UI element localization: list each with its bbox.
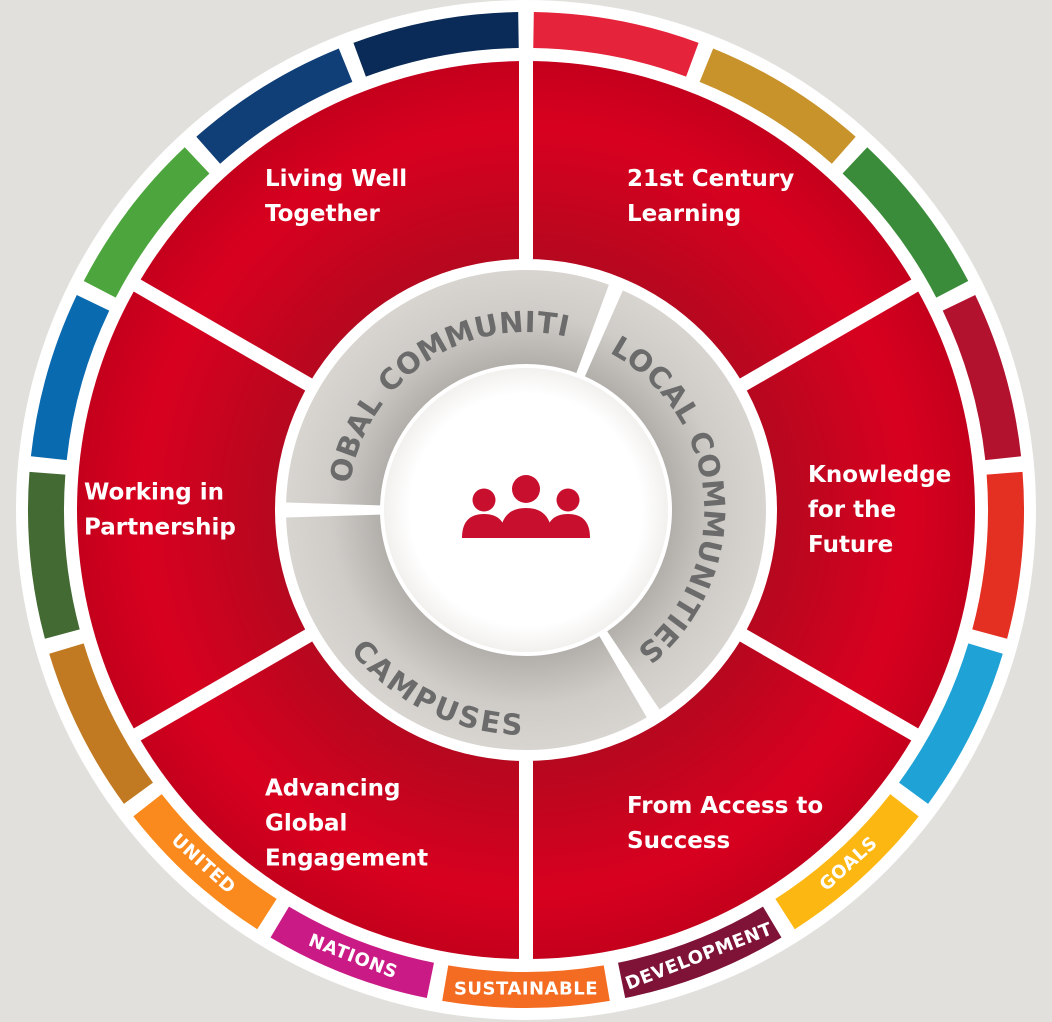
theme-label-line: Engagement bbox=[265, 846, 428, 872]
sdg-segment bbox=[30, 295, 110, 461]
theme-label-line: From Access to bbox=[627, 793, 823, 819]
sdg-segment bbox=[842, 147, 969, 298]
people-group-icon bbox=[462, 475, 590, 538]
theme-label-line: Advancing bbox=[265, 776, 401, 802]
theme-label: From Access to Success bbox=[627, 793, 823, 854]
sdg-segment bbox=[49, 643, 153, 804]
theme-divider bbox=[131, 626, 318, 743]
sdg-segment bbox=[442, 965, 610, 1008]
sdg-segment bbox=[618, 906, 782, 999]
sdg-segment bbox=[83, 147, 210, 298]
theme-label-line: Working in bbox=[84, 480, 224, 506]
theme-divider bbox=[734, 626, 921, 743]
theme-label-line: Global bbox=[265, 811, 347, 837]
theme-label-line: Living Well bbox=[265, 166, 407, 192]
sdg-segment bbox=[533, 12, 699, 77]
sdg-segment bbox=[28, 471, 80, 639]
theme-label-line: Future bbox=[808, 532, 893, 558]
sdg-segment bbox=[942, 295, 1022, 461]
sdg-segment bbox=[699, 48, 856, 164]
theme-divider bbox=[734, 277, 921, 394]
sdg-label-word: SUSTAINABLE bbox=[454, 979, 598, 1000]
theme-label-line: for the bbox=[808, 497, 896, 523]
community-segment bbox=[286, 514, 647, 751]
theme-divider bbox=[131, 277, 318, 394]
sdg-segment bbox=[133, 794, 277, 930]
sdg-segment bbox=[353, 12, 519, 77]
community-segment bbox=[286, 270, 609, 506]
sdg-segment bbox=[899, 643, 1003, 804]
theme-label-line: Together bbox=[265, 201, 380, 227]
sdg-segment bbox=[775, 794, 919, 930]
sdg-segment bbox=[270, 906, 434, 999]
community-segment bbox=[584, 290, 766, 710]
sdg-segment bbox=[972, 471, 1024, 639]
theme-label-line: Learning bbox=[627, 201, 741, 227]
sdg-segment bbox=[196, 48, 353, 164]
theme-label: Working in Partnership bbox=[84, 480, 236, 541]
theme-label-line: Knowledge bbox=[808, 462, 951, 488]
theme-label-line: Success bbox=[627, 828, 730, 854]
theme-label-line: 21st Century bbox=[627, 166, 794, 192]
theme-label-line: Partnership bbox=[84, 515, 236, 541]
